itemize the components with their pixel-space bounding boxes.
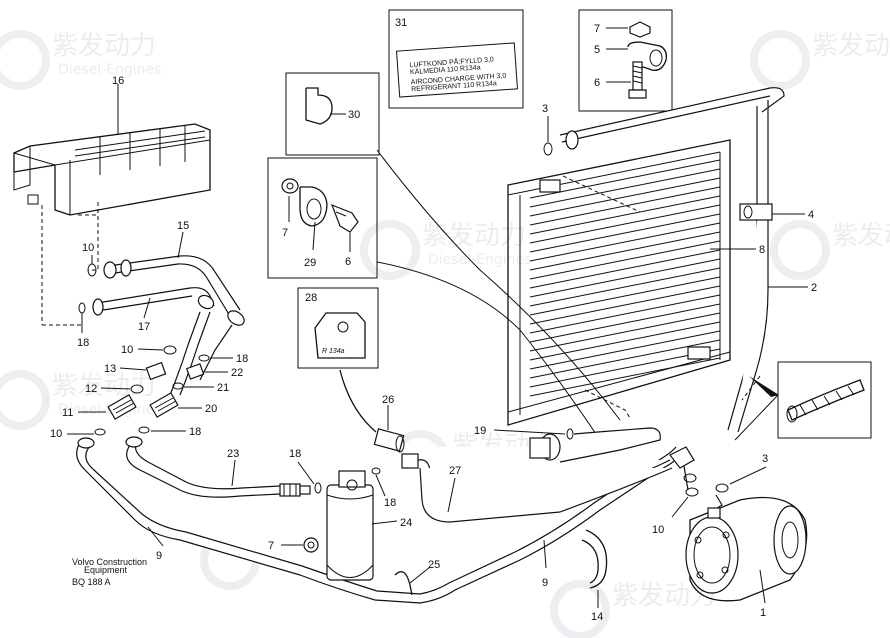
clamp-24: [394, 571, 413, 596]
callout-22: 23: [227, 448, 239, 460]
tag-text: R 134a: [322, 348, 345, 355]
detail-box-5-6-7: [578, 9, 673, 112]
callout-29: 30: [348, 109, 360, 121]
detail-box-29: [285, 72, 380, 156]
clip-bolt-28: [281, 178, 359, 233]
tag-bracket: R 134a: [314, 312, 366, 359]
callout-16: 16: [112, 75, 124, 87]
connection-dashed: [78, 214, 99, 271]
callout-24: 25: [428, 559, 440, 571]
callout-11: 14: [591, 611, 603, 623]
callout-9: 9: [542, 577, 548, 589]
callout-18: 18: [236, 353, 248, 365]
caption-code: BQ 188 A: [72, 577, 111, 587]
receiver-drier-23: [326, 470, 374, 581]
refrigerant-label-card: LUFTKOND PÅ:FYLLD 3,0 KÄLMEDIA 110 R134a…: [396, 42, 518, 98]
clip-29: [305, 87, 333, 125]
evaporator-unit: [13, 123, 211, 216]
nut-14: [145, 361, 167, 381]
watermark-en: Diesel-Engines: [58, 62, 161, 78]
o-ring: [163, 345, 177, 355]
callout-27: 27: [449, 465, 461, 477]
fitting-compressor-discharge: [669, 446, 699, 497]
callout-26: 28: [305, 292, 317, 304]
callout-18: 18: [77, 337, 89, 349]
caption-company: Volvo Construction: [72, 557, 147, 567]
callout-5: 5: [594, 44, 600, 56]
callout-10: 10: [50, 428, 62, 440]
detail-box-26: [297, 287, 379, 369]
callout-10: 10: [652, 524, 664, 536]
callout-7: 7: [282, 227, 288, 239]
hose-sleeve-31: [786, 379, 865, 423]
callout-3: 3: [762, 453, 768, 465]
callout-3: 3: [542, 103, 548, 115]
detail-box-31: [777, 361, 872, 439]
connection-dashed: [41, 202, 99, 326]
callout-21: 22: [231, 367, 243, 379]
watermark-cn: 紫发动力: [52, 31, 156, 61]
watermark-cn: 紫发动力: [52, 371, 156, 401]
callout-18: 18: [289, 448, 301, 460]
callout-18: 18: [189, 426, 201, 438]
callout-1: 1: [760, 607, 766, 619]
nut-clamp-bolt: [627, 21, 668, 99]
callout-6: 6: [594, 77, 600, 89]
watermark-cn: 紫发动力: [832, 221, 890, 251]
callout-7: 7: [268, 540, 274, 552]
hose-27: [401, 453, 673, 523]
hose-condenser-lower: [529, 427, 661, 463]
callout-10: 10: [82, 242, 94, 254]
nut-21: [185, 363, 205, 380]
caption-company-2: Equipment: [84, 565, 128, 575]
callout-28: 29: [304, 257, 316, 269]
watermark-en: Diesel-Engines: [428, 252, 531, 268]
callout-9: 9: [156, 550, 162, 562]
callout-13: 12: [85, 383, 97, 395]
condenser-8: [507, 139, 731, 426]
callout-10: 10: [121, 344, 133, 356]
watermark-cn: 紫发动力: [422, 221, 526, 251]
callout-6: 6: [345, 256, 351, 268]
union-19: [149, 392, 179, 418]
hose-22: [125, 436, 311, 498]
clip-11: [581, 529, 608, 589]
callout-18: 19: [474, 425, 486, 437]
clamp-4: [739, 203, 773, 221]
callout-14: 13: [104, 363, 116, 375]
watermark-cn: 紫发动力: [812, 31, 890, 61]
callout-23: 24: [400, 517, 412, 529]
detail-box-30: [388, 9, 524, 109]
callout-15: 15: [177, 220, 189, 232]
callout-19: 20: [205, 403, 217, 415]
compressor-1: [685, 496, 808, 602]
fitting-25: [373, 428, 405, 453]
callout-2: 2: [811, 282, 817, 294]
callout-17: 17: [138, 321, 150, 333]
callout-30: 31: [395, 17, 407, 29]
detail-box-28: [267, 157, 378, 279]
union-12: [107, 394, 137, 420]
callout-7: 7: [594, 23, 600, 35]
callout-4: 4: [808, 209, 814, 221]
pipe-2: [543, 87, 785, 433]
callout-20: 21: [217, 382, 229, 394]
callout-18: 18: [384, 497, 396, 509]
callout-25: 26: [382, 394, 394, 406]
hose-17: [92, 287, 215, 396]
callout-12: 11: [62, 407, 73, 419]
callout-8: 8: [759, 244, 765, 256]
